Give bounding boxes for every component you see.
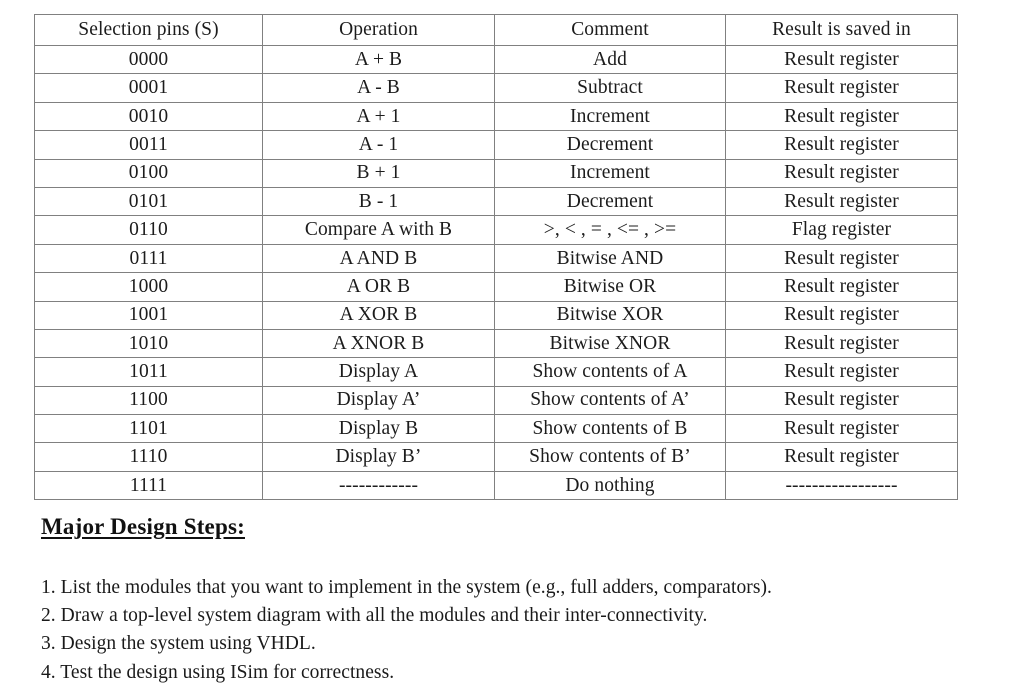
cell-operation: B - 1 — [262, 186, 495, 217]
cell-operation: A AND B — [262, 243, 495, 274]
column-header-result-saved-in: Result is saved in — [725, 14, 958, 46]
cell-comment: Bitwise AND — [494, 243, 726, 274]
cell-comment: Decrement — [494, 130, 726, 160]
cell-result: Result register — [725, 186, 958, 217]
cell-result: Result register — [725, 44, 958, 75]
cell-result: Result register — [725, 272, 958, 302]
column-header-comment: Comment — [494, 14, 726, 46]
cell-selection-pins: 1011 — [34, 357, 263, 387]
cell-result: Result register — [725, 101, 958, 132]
cell-result: Result register — [725, 73, 958, 103]
cell-selection-pins: 1010 — [34, 328, 263, 359]
cell-selection-pins: 0100 — [34, 158, 263, 188]
cell-result: ----------------- — [725, 470, 958, 501]
cell-comment: Increment — [494, 158, 726, 188]
cell-operation: A + 1 — [262, 101, 495, 132]
alu-operation-table: Selection pins (S) Operation Comment Res… — [34, 14, 958, 501]
section-heading-major-design-steps: Major Design Steps: — [41, 514, 245, 539]
cell-result: Result register — [725, 130, 958, 160]
cell-comment: Show contents of B’ — [494, 442, 726, 472]
cell-result: Flag register — [725, 215, 958, 245]
cell-operation: Display B — [262, 414, 495, 444]
cell-selection-pins: 0011 — [34, 130, 263, 160]
cell-result: Result register — [725, 357, 958, 387]
cell-selection-pins: 0000 — [34, 44, 263, 75]
cell-result: Result register — [725, 385, 958, 416]
cell-comment: Show contents of B — [494, 414, 726, 444]
cell-selection-pins: 0110 — [34, 215, 263, 245]
cell-operation: B + 1 — [262, 158, 495, 188]
cell-operation: A XNOR B — [262, 328, 495, 359]
cell-result: Result register — [725, 300, 958, 330]
design-step-item: 2. Draw a top-level system diagram with … — [41, 605, 708, 627]
cell-result: Result register — [725, 158, 958, 188]
cell-operation: Display A’ — [262, 385, 495, 416]
design-step-item: 4. Test the design using ISim for correc… — [41, 661, 395, 683]
cell-selection-pins: 1101 — [34, 414, 263, 444]
design-steps-list: 1. List the modules that you want to imp… — [41, 574, 991, 687]
cell-operation: Display A — [262, 357, 495, 387]
cell-selection-pins: 0001 — [34, 73, 263, 103]
cell-selection-pins: 0101 — [34, 186, 263, 217]
cell-selection-pins: 1111 — [34, 470, 263, 501]
cell-selection-pins: 1110 — [34, 442, 263, 472]
cell-operation: ------------ — [262, 470, 495, 501]
cell-selection-pins: 0111 — [34, 243, 263, 274]
column-header-operation: Operation — [262, 14, 495, 46]
cell-comment: Bitwise XOR — [494, 300, 726, 330]
cell-comment: Add — [494, 44, 726, 75]
cell-operation: A + B — [262, 44, 495, 75]
cell-operation: A - B — [262, 73, 495, 103]
cell-selection-pins: 0010 — [34, 101, 263, 132]
cell-comment: Decrement — [494, 186, 726, 217]
table-row: 1111------------Do nothing--------------… — [34, 470, 958, 501]
cell-result: Result register — [725, 243, 958, 274]
column-header-selection-pins: Selection pins (S) — [34, 14, 263, 46]
cell-comment: Bitwise XNOR — [494, 328, 726, 359]
cell-selection-pins: 1001 — [34, 300, 263, 330]
design-step-item: 1. List the modules that you want to imp… — [41, 577, 772, 598]
cell-comment: Show contents of A’ — [494, 385, 726, 416]
cell-operation: Compare A with B — [262, 215, 495, 245]
table-header: Selection pins (S) Operation Comment Res… — [34, 14, 958, 46]
cell-result: Result register — [725, 442, 958, 472]
cell-comment: Bitwise OR — [494, 272, 726, 302]
cell-comment: >, < , = , <= , >= — [494, 215, 726, 245]
cell-comment: Subtract — [494, 73, 726, 103]
cell-comment: Do nothing — [494, 470, 726, 501]
cell-selection-pins: 1000 — [34, 272, 263, 302]
design-step-item: 3. Design the system using VHDL. — [41, 633, 316, 655]
cell-result: Result register — [725, 414, 958, 444]
cell-operation: Display B’ — [262, 442, 495, 472]
cell-selection-pins: 1100 — [34, 385, 263, 416]
cell-comment: Increment — [494, 101, 726, 132]
cell-result: Result register — [725, 328, 958, 359]
cell-comment: Show contents of A — [494, 357, 726, 387]
cell-operation: A - 1 — [262, 130, 495, 160]
cell-operation: A OR B — [262, 272, 495, 302]
table-header-row: Selection pins (S) Operation Comment Res… — [34, 14, 958, 46]
cell-operation: A XOR B — [262, 300, 495, 330]
alu-operation-table-container: Selection pins (S) Operation Comment Res… — [34, 14, 958, 501]
